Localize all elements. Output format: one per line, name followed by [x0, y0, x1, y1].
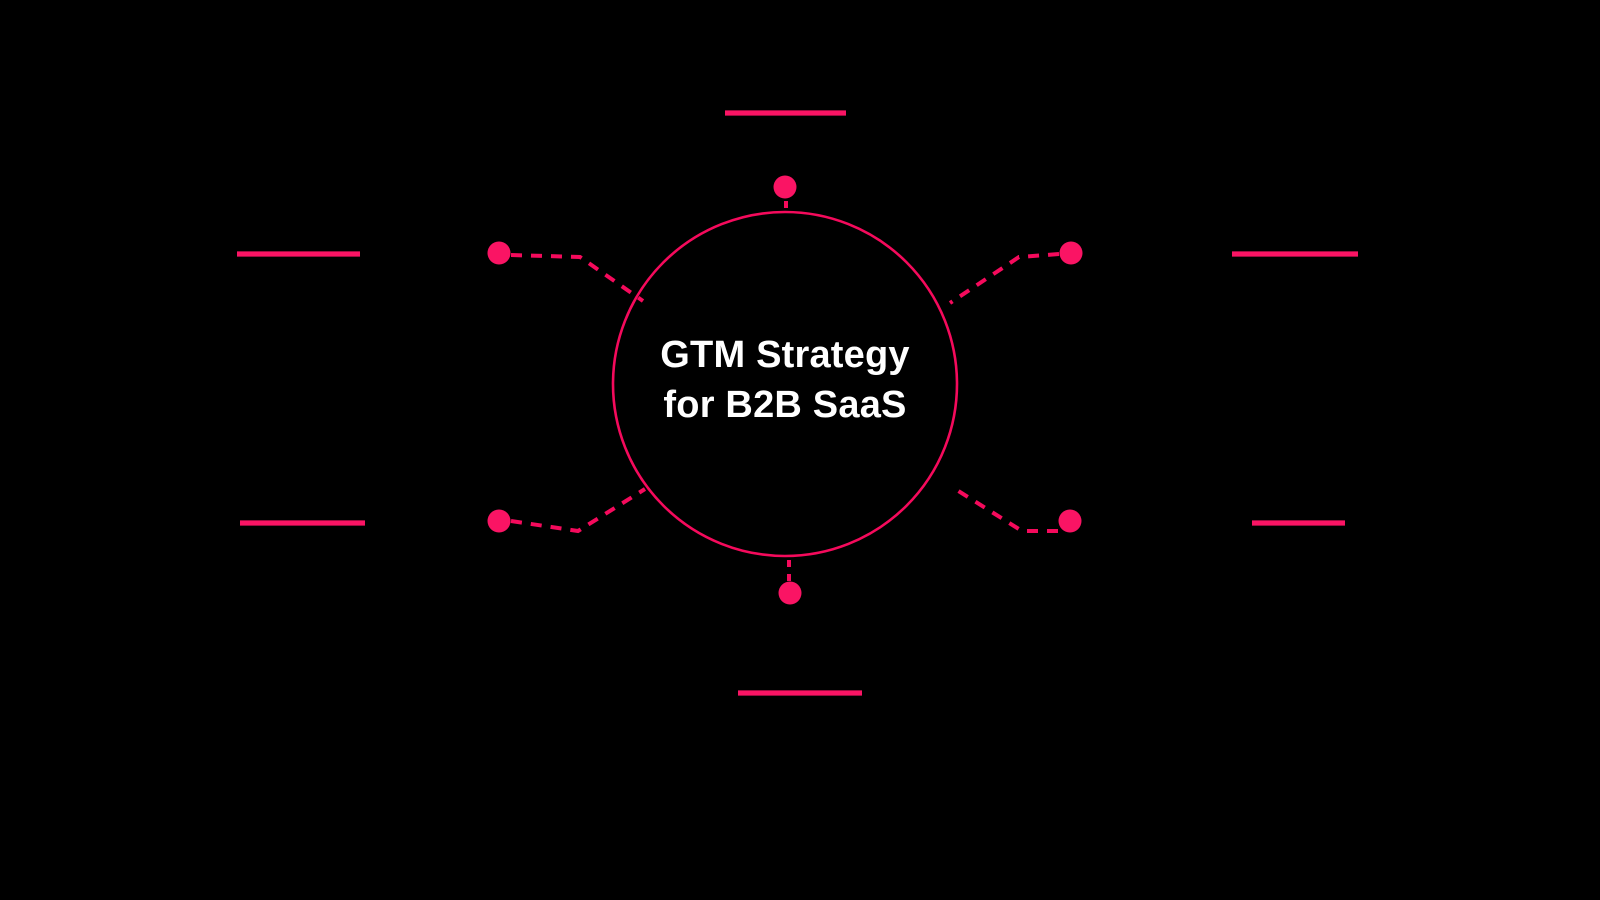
connector-bottom-left [510, 487, 647, 534]
node-dot-top-left[interactable] [487, 241, 511, 265]
node-dot-bottom[interactable] [778, 581, 802, 605]
node-dot-bottom-left[interactable] [487, 509, 511, 533]
connector-bottom-right [950, 485, 1058, 533]
node-dot-group [487, 175, 1083, 605]
node-dot-top-right[interactable] [1059, 241, 1083, 265]
label-underline-group [237, 110, 1358, 696]
node-dot-top[interactable] [773, 175, 797, 199]
connector-top-right [948, 252, 1060, 305]
connector-group [510, 200, 1060, 582]
node-dot-bottom-right[interactable] [1058, 509, 1082, 533]
connector-top-left [510, 253, 645, 303]
hub-circle [611, 210, 959, 558]
